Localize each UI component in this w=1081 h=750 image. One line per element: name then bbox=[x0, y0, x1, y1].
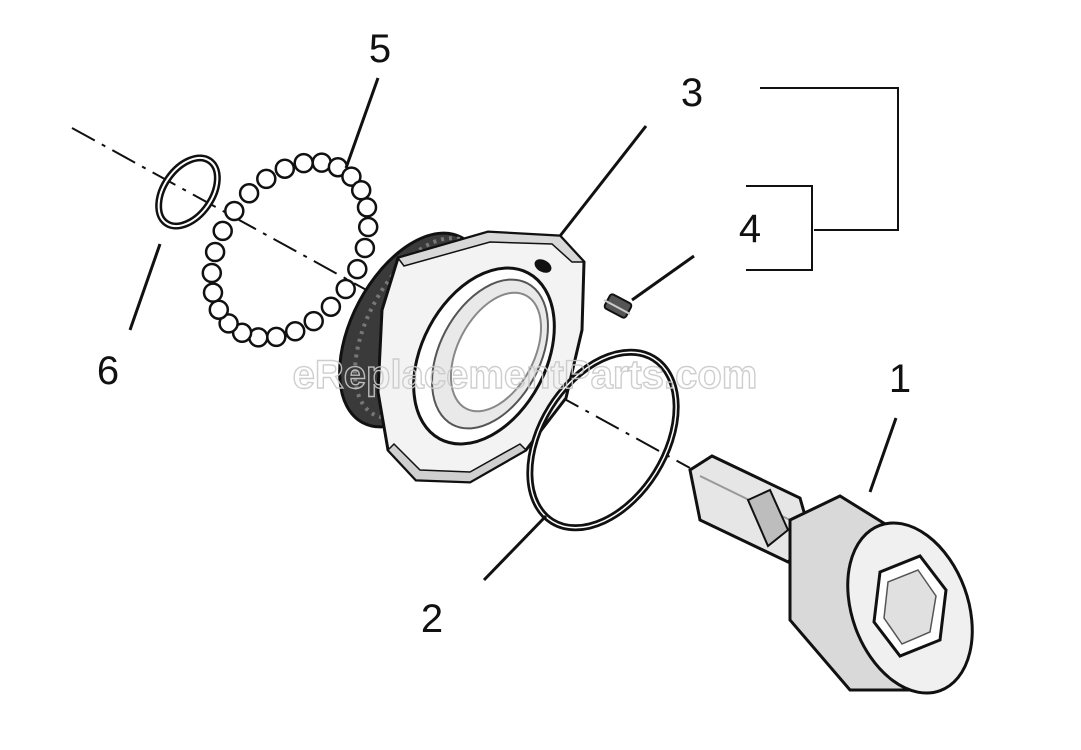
part-5-ball-bearing-ring bbox=[201, 152, 379, 348]
leader-line-4 bbox=[631, 254, 695, 302]
bearing-ball bbox=[350, 180, 372, 201]
part-2-o-ring bbox=[526, 348, 680, 532]
bearing-ball bbox=[357, 216, 379, 238]
center-axis-line bbox=[71, 127, 691, 469]
bearing-ball bbox=[335, 278, 356, 300]
callout-6: 6 bbox=[97, 349, 119, 393]
bearing-ball bbox=[256, 168, 277, 190]
callout-3: 3 bbox=[681, 71, 703, 115]
part-6-snap-ring bbox=[155, 154, 221, 230]
bearing-ball bbox=[293, 152, 314, 174]
bearing-ball bbox=[238, 183, 260, 204]
bearing-ball bbox=[212, 220, 233, 242]
bracket-inner bbox=[746, 185, 813, 271]
bearing-ball bbox=[218, 313, 239, 334]
leader-line-5 bbox=[344, 77, 380, 169]
bearing-ball bbox=[266, 326, 287, 348]
leader-line-2 bbox=[482, 514, 548, 582]
bearing-ball bbox=[208, 299, 230, 320]
callout-5: 5 bbox=[369, 27, 391, 71]
bearing-ball bbox=[284, 321, 306, 342]
bearing-ball bbox=[347, 258, 368, 280]
callout-4: 4 bbox=[739, 207, 761, 251]
bearing-ball bbox=[320, 296, 342, 317]
bearing-ball bbox=[341, 166, 362, 187]
bearing-ball bbox=[201, 262, 223, 284]
leader-line-6 bbox=[128, 243, 162, 331]
bearing-ball bbox=[303, 310, 324, 332]
bearing-ball bbox=[356, 197, 378, 218]
bearing-ball bbox=[274, 158, 296, 179]
leader-line-1 bbox=[868, 417, 898, 493]
leader-lines bbox=[128, 77, 898, 582]
assembly-brackets bbox=[746, 87, 899, 271]
leader-line-3 bbox=[558, 125, 648, 237]
callout-1: 1 bbox=[889, 357, 911, 401]
callout-2: 2 bbox=[421, 597, 443, 641]
bearing-ball bbox=[202, 282, 224, 303]
part-3-bearing-housing bbox=[338, 230, 586, 484]
bracket-outer bbox=[760, 87, 899, 231]
part-1-hex-shaft bbox=[688, 454, 974, 695]
bearing-ball bbox=[224, 200, 245, 222]
bearing-ball bbox=[354, 237, 376, 259]
watermark-text: eReplacementParts.com bbox=[293, 353, 758, 397]
part-4-set-screw bbox=[603, 293, 633, 319]
bearing-ball bbox=[204, 241, 226, 263]
